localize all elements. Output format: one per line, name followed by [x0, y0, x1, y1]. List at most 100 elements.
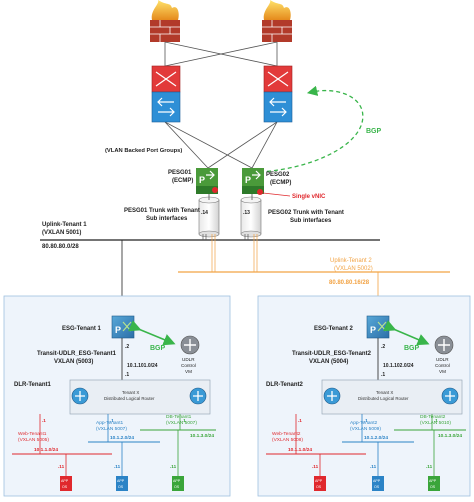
t1-web-vxlan: (VXLAN 5005) — [18, 437, 49, 443]
pesg02-ecmp: (ECMP) — [270, 180, 291, 186]
t2-dlr-desc-1: Tenant X — [376, 390, 393, 395]
pesg02-trunk-label-1: PESG02 Trunk with Tenant — [268, 210, 344, 216]
t1-transit-2: VXLAN (5003) — [54, 359, 93, 365]
t1-udlr-control-vm-icon — [180, 335, 200, 355]
esg-tenant2-icon: P — [366, 315, 390, 339]
t1-dlr-bar — [69, 379, 211, 415]
t2-dlr-router-right-icon — [441, 387, 459, 405]
t2-app-vm-icon: APP OS — [372, 476, 384, 491]
core-router-right-icon — [263, 65, 293, 123]
t1-app-vm-app: APP — [117, 479, 125, 483]
t1-ctrl-label-2: Control — [181, 363, 196, 368]
t2-web-vxlan: (VXLAN 5008) — [272, 437, 303, 443]
t2-app-vxlan: (VXLAN 5009) — [350, 426, 381, 432]
pesg01-trunk-label-2: Sub interfaces — [146, 216, 188, 222]
core-mesh-links — [164, 41, 278, 169]
t2-ctrl-label-3: VM — [439, 369, 446, 374]
esg-tenant1-label: ESG-Tenant 1 — [62, 326, 102, 332]
t1-app-vm-ip: .11 — [114, 464, 121, 469]
t1-dlr-desc-2: Distributed Logical Router — [104, 396, 155, 401]
t2-app-vm-ip: .11 — [370, 464, 377, 469]
t1-db-vm-os: OS — [174, 485, 180, 489]
firewall-left-icon — [150, 0, 180, 42]
t1-dlr-router-left-icon — [71, 387, 89, 405]
svg-text:P: P — [370, 325, 376, 335]
bgp-top-label: BGP — [366, 128, 382, 135]
t2-db-net: 10.1.3.0/24 — [438, 433, 462, 439]
esg-tenant1-icon: P — [111, 315, 135, 339]
t1-transit-net: 10.1.101.0/24 — [127, 363, 158, 369]
pesg02-trunk-label-2: Sub interfaces — [290, 218, 332, 224]
t1-db-vxlan: (VXLAN 5007) — [166, 420, 197, 426]
t2-transit-dot1: .1 — [381, 372, 385, 378]
t1-transit-dot2: .2 — [125, 344, 129, 350]
t1-web-vm-icon: APP OS — [60, 476, 72, 491]
t1-dlr-label: DLR-Tenant1 — [14, 382, 52, 388]
t1-transit-1: Transit-UDLR_ESG-Tenant1 — [37, 351, 117, 357]
t2-db-vm-ip: .11 — [426, 464, 433, 469]
t2-bgp-label: BGP — [404, 345, 420, 352]
bgp-peering-arrow — [259, 85, 364, 173]
pesg01-trunk-label-1: PESG01 Trunk with Tenant — [124, 208, 200, 214]
t1-db-vm-icon: APP OS — [172, 476, 184, 491]
t2-app-dot1: .1 — [364, 418, 368, 423]
single-vnic-label: Single vNIC — [292, 194, 326, 200]
t1-bgp-arrow — [128, 320, 176, 346]
pesg02-trunk-cylinder — [240, 196, 262, 238]
pesg01-name: PESG01 — [168, 170, 192, 176]
pesg01-edge-icon: P — [196, 168, 218, 194]
t1-bgp-label: BGP — [150, 345, 166, 352]
t2-bgp-arrow — [383, 320, 430, 346]
t2-ctrl-label-2: Control — [435, 363, 450, 368]
t2-db-dot1: .1 — [434, 418, 438, 423]
svg-text:P: P — [199, 175, 205, 185]
t2-web-vm-ip: .11 — [312, 464, 319, 469]
uplink2-label-2: (VXLAN 5002) — [334, 266, 373, 272]
t2-dlr-label: DLR-Tenant2 — [266, 382, 304, 388]
t2-transit-net: 10.1.102.0/24 — [383, 363, 414, 369]
t1-db-name: DB-Tenant1 — [166, 414, 192, 420]
t2-transit-1: Transit-UDLR_ESG-Tenant2 — [292, 351, 372, 357]
pesg01-ecmp: (ECMP) — [172, 178, 193, 184]
t2-app-net: 10.1.2.0/24 — [364, 435, 388, 441]
t2-transit-2: VXLAN (5004) — [309, 359, 348, 365]
firewall-right-icon — [262, 0, 292, 42]
uplink2-label-1: Uplink-Tenant 2 — [330, 258, 372, 264]
uplink1-label-1: Uplink-Tenant 1 — [42, 222, 87, 228]
pesg01-trunk-cylinder — [198, 196, 220, 238]
t2-dlr-desc-2: Distributed Logical Router — [358, 396, 409, 401]
svg-text:P: P — [115, 325, 121, 335]
t2-db-vm-app: APP — [429, 479, 437, 483]
uplink2-net: 80.80.80.16/28 — [329, 280, 370, 286]
t1-dlr-desc-1: Tenant X — [122, 390, 139, 395]
t2-transit-dot2: .2 — [381, 344, 385, 350]
svg-text:P: P — [245, 175, 251, 185]
t1-dlr-router-right-icon — [189, 387, 207, 405]
uplink1-label-2: (VXLAN 5001) — [42, 230, 81, 236]
vnic-13-label: .13 — [243, 210, 250, 216]
t1-app-name: App-Tenant1 — [96, 420, 124, 426]
t2-db-vxlan: (VXLAN 5010) — [420, 420, 451, 426]
t1-web-dot1: .1 — [42, 418, 46, 423]
t2-web-vm-icon: APP OS — [314, 476, 326, 491]
t2-dlr-router-left-icon — [323, 387, 341, 405]
uplink1-net: 80.80.80.0/28 — [42, 244, 79, 250]
t2-ctrl-label-1: UDLR — [436, 357, 449, 362]
t2-dlr-bar — [321, 379, 463, 415]
pesg02-name: PESG02 — [266, 172, 290, 178]
t1-db-net: 10.1.3.0/24 — [190, 433, 214, 439]
t1-db-vm-app: APP — [173, 479, 181, 483]
t2-db-vm-os: OS — [430, 485, 436, 489]
t1-db-vm-ip: .11 — [170, 464, 177, 469]
core-router-left-icon — [151, 65, 181, 123]
pesg02-edge-icon: P — [242, 168, 264, 194]
t2-db-vm-icon: APP OS — [428, 476, 440, 491]
esg-tenant2-label: ESG-Tenant 2 — [314, 326, 354, 332]
t2-web-name: Web-Tenant2 — [272, 431, 301, 437]
t1-web-vm-ip: .11 — [58, 464, 65, 469]
t1-app-vxlan: (VXLAN 5007) — [96, 426, 127, 432]
t1-web-name: Web-Tenant1 — [18, 431, 47, 437]
t1-ctrl-label-1: UDLR — [182, 357, 195, 362]
vnic-dot-right — [257, 189, 263, 195]
